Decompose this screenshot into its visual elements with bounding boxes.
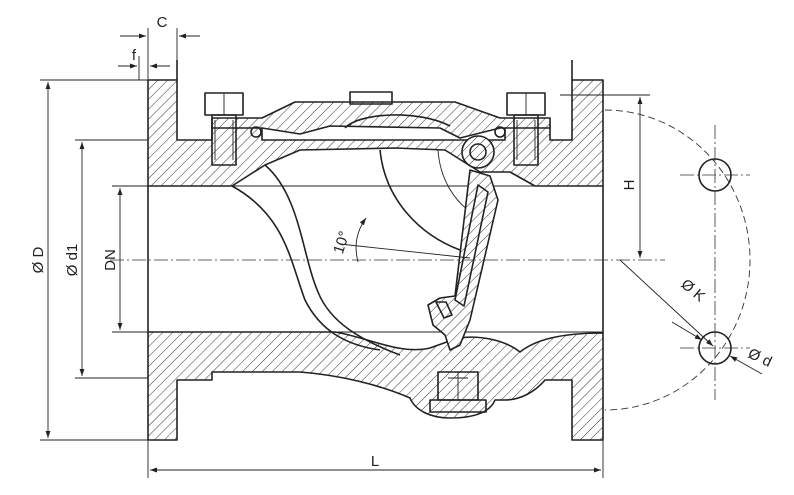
label-D: Ø D [30,247,47,274]
label-K: Ø K [678,276,709,306]
label-d1: Ø d1 [64,244,81,277]
cover-bolt-right [494,92,546,166]
label-f: f [132,47,137,64]
label-H: H [621,180,638,191]
label-L: L [371,453,379,470]
dimension-angle: 10° [330,217,471,263]
hinge-pin [461,135,495,169]
dimension-K: Ø K [619,259,714,347]
dimension-D: Ø D [30,79,148,441]
dimension-C: C [120,14,200,80]
label-angle: 10° [330,229,353,256]
drain-plug [429,371,487,413]
bolt-circle-arc [604,109,751,411]
bonnet [211,91,551,139]
label-DN: DN [102,249,119,271]
body-lower-section [147,331,604,441]
dimension-DN: DN [102,185,148,333]
top-plug [349,91,393,105]
dimension-L: L [147,440,604,478]
dimension-d1: Ø d1 [64,139,148,379]
label-C: C [157,14,168,31]
bonnet-cover [211,101,551,139]
dimension-H: H [560,94,650,258]
bolt-hole-upper [698,158,732,192]
cover-bolt-left [204,92,262,166]
bolt-hole-lower [698,331,732,365]
dimension-f: f [118,47,170,80]
